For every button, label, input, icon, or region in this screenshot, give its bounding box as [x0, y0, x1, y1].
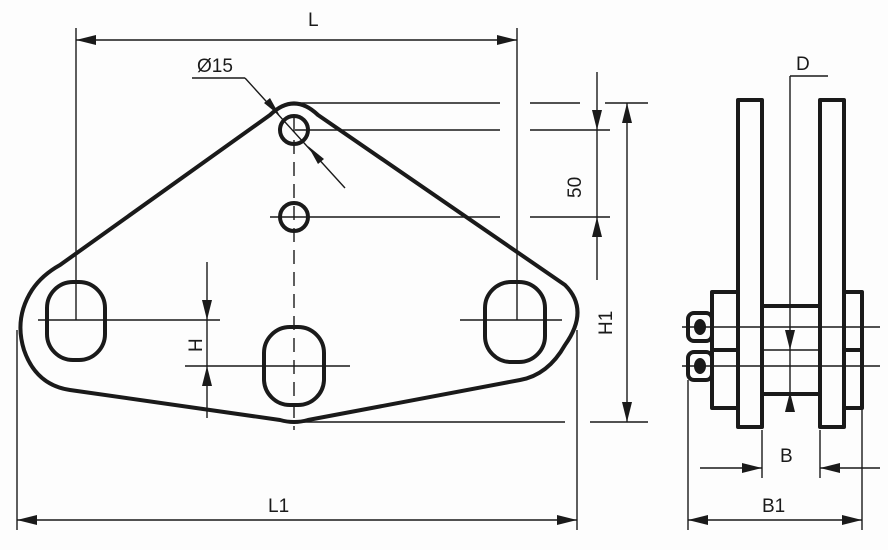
- label-H: H: [186, 338, 207, 352]
- dimension-H1: H1: [590, 102, 648, 423]
- label-B1: B1: [762, 496, 785, 517]
- dimension-B: B: [700, 430, 880, 478]
- label-L: L: [308, 10, 319, 31]
- dimension-L: L: [75, 10, 518, 320]
- diameter-callout: Ø15: [192, 56, 346, 189]
- side-view: [682, 98, 880, 429]
- dimension-D: D: [785, 54, 828, 412]
- label-H1: H1: [596, 311, 617, 335]
- dimension-50: 50: [530, 72, 610, 280]
- dimension-H: H: [186, 262, 212, 418]
- label-D: D: [796, 54, 810, 75]
- dimension-B1: B1: [687, 380, 863, 530]
- front-view: [18, 101, 580, 430]
- label-B: B: [780, 446, 793, 467]
- label-50: 50: [565, 177, 586, 198]
- right-slot: [483, 280, 547, 364]
- right-side-plate: [818, 98, 846, 429]
- dimension-L1: L1: [16, 330, 578, 530]
- plate-outline: [18, 101, 580, 424]
- label-L1: L1: [268, 496, 289, 517]
- label-diameter: Ø15: [197, 56, 233, 77]
- left-side-plate: [736, 98, 764, 429]
